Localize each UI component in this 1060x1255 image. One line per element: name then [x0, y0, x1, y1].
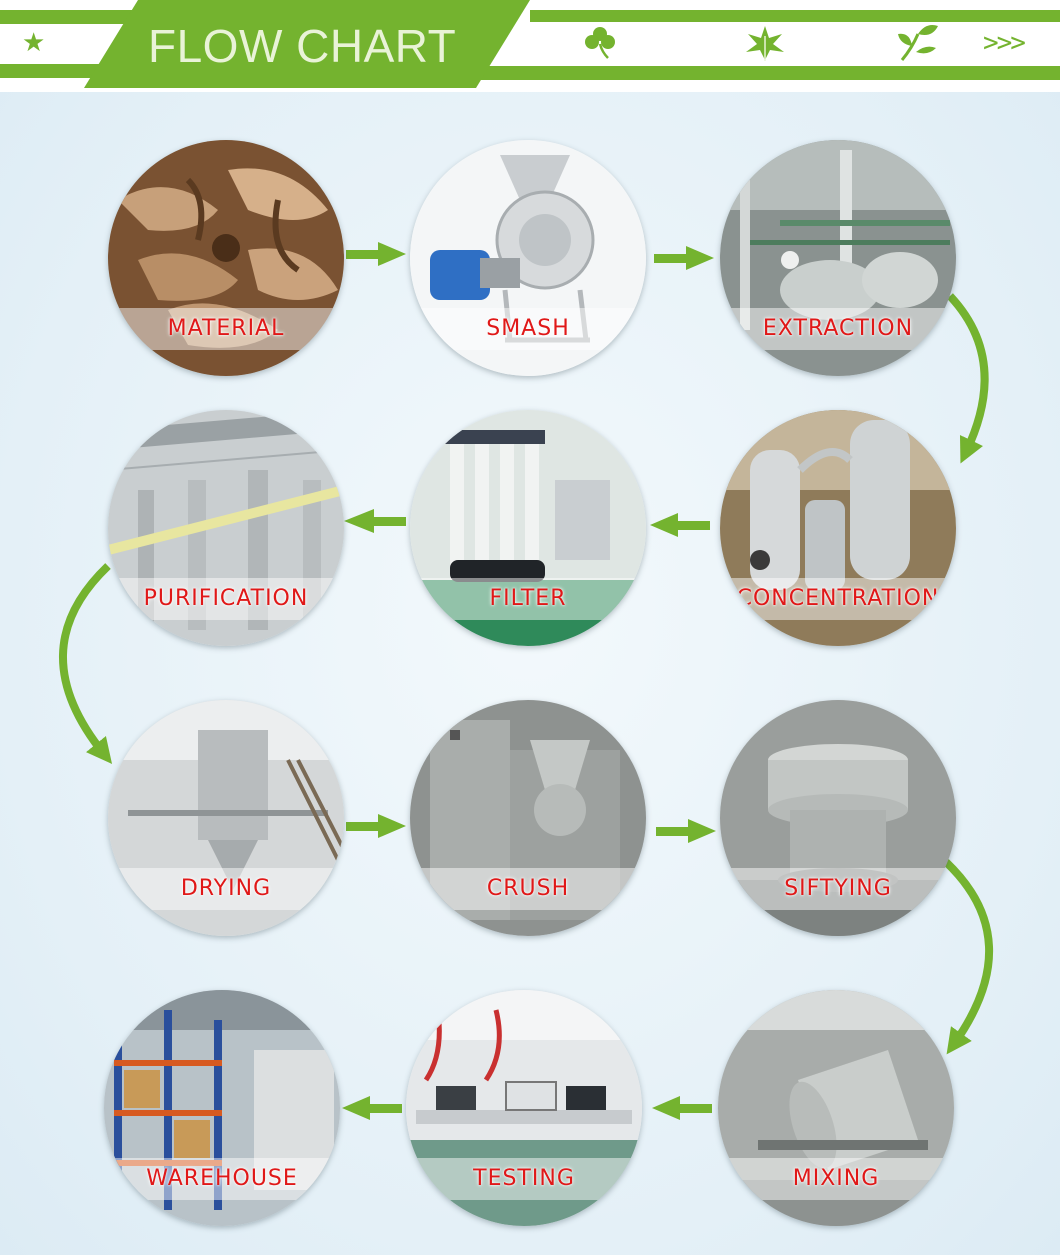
step-label: CONCENTRATION [736, 586, 940, 611]
step-extraction: EXTRACTION [720, 140, 956, 376]
step-siftying: SIFTYING [720, 700, 956, 936]
step-concentration: CONCENTRATION [720, 410, 956, 646]
step-label: PURIFICATION [143, 586, 309, 611]
title-panel [84, 0, 530, 88]
step-testing: TESTING [406, 990, 642, 1226]
mixing-photo [718, 990, 954, 1226]
filter-photo [410, 410, 646, 646]
testing-photo [406, 990, 642, 1226]
step-label: MATERIAL [167, 316, 285, 341]
star-icon: ★ [22, 28, 46, 58]
label-band [406, 1158, 642, 1200]
label-band [410, 868, 646, 910]
label-band [108, 578, 344, 620]
label-band [410, 578, 646, 620]
crush-photo [410, 700, 646, 936]
warehouse-photo [104, 990, 340, 1226]
header-band-left [0, 10, 135, 24]
label-band [410, 308, 646, 350]
step-label: DRYING [180, 876, 272, 901]
step-drying: DRYING [108, 700, 344, 936]
label-band [108, 868, 344, 910]
purification-photo [108, 410, 344, 646]
concentration-photo [720, 410, 956, 646]
step-label: SIFTYING [784, 876, 892, 901]
step-material: MATERIAL [108, 140, 344, 376]
label-band [720, 308, 956, 350]
header-banner: FLOW CHART ★ >>> [0, 0, 1060, 92]
smash-photo [410, 140, 646, 376]
material-photo [108, 140, 344, 376]
step-label: TESTING [473, 1166, 575, 1191]
step-warehouse: WAREHOUSE [104, 990, 340, 1226]
step-label: FILTER [489, 586, 567, 611]
header-band-left-bottom [0, 64, 100, 78]
step-crush: CRUSH [410, 700, 646, 936]
step-label: EXTRACTION [762, 316, 914, 341]
label-band [104, 1158, 340, 1200]
label-band [720, 868, 956, 910]
step-label: WAREHOUSE [146, 1166, 298, 1191]
sprout-icon [898, 25, 938, 61]
step-filter: FILTER [410, 410, 646, 646]
step-smash: SMASH [410, 140, 646, 376]
step-label: CRUSH [486, 876, 570, 901]
step-purification: PURIFICATION [108, 410, 344, 646]
page-title: FLOW CHART [148, 20, 457, 72]
clover-icon [585, 27, 615, 59]
step-label: SMASH [486, 316, 570, 341]
label-band [108, 308, 344, 350]
chevrons-icon: >>> [983, 28, 1026, 58]
header-band-right [530, 10, 1060, 22]
leaf-icon [746, 26, 784, 61]
step-mixing: MIXING [718, 990, 954, 1226]
label-band [718, 1158, 954, 1200]
header-band-right-bottom [480, 66, 1060, 80]
label-band [720, 578, 956, 620]
siftying-photo [720, 700, 956, 936]
drying-photo [108, 700, 344, 936]
step-label: MIXING [792, 1166, 880, 1191]
extraction-photo [720, 140, 956, 376]
